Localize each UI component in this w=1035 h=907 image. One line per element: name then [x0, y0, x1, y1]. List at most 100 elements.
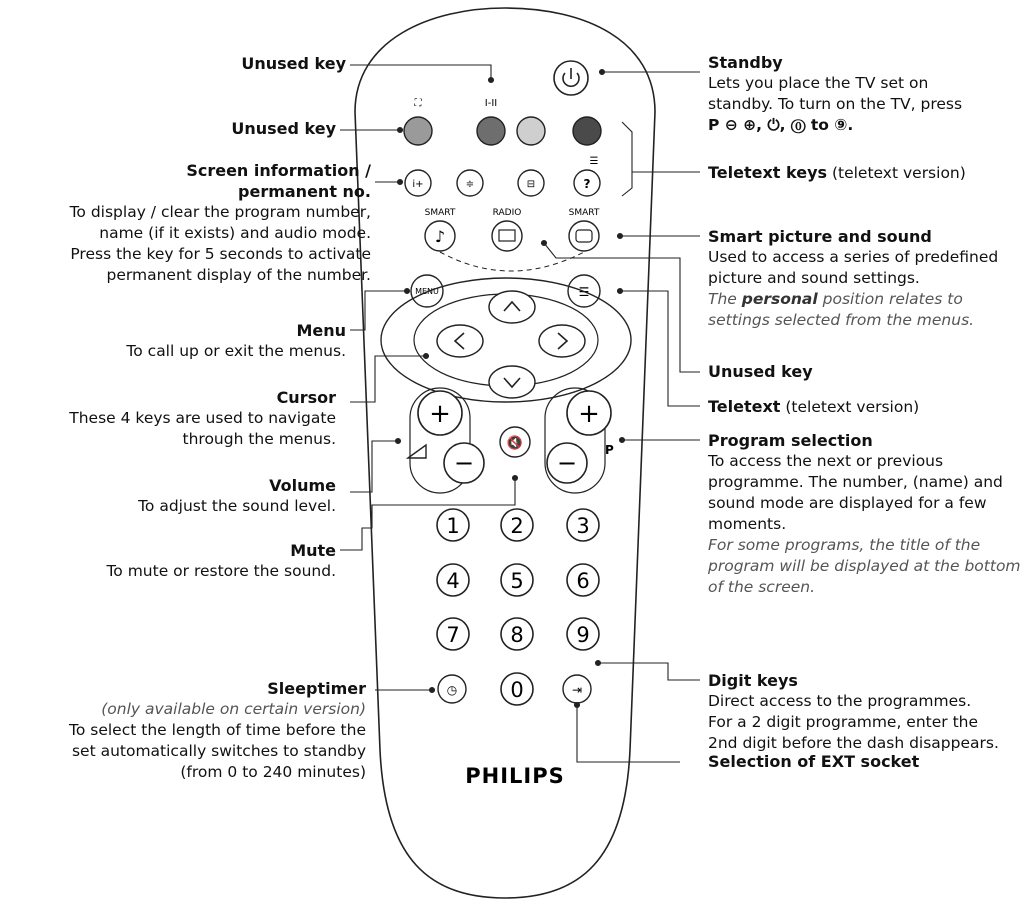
program-rocker-outline [544, 387, 606, 494]
smart-caption-2: SMART [569, 208, 600, 218]
program-italic-2: program will be displayed at the bottom [708, 557, 1021, 575]
mute-icon: 🔇 [507, 435, 523, 451]
smart-picture-button[interactable] [568, 220, 600, 252]
digit-0-label: 0 [510, 678, 523, 702]
volume-up-button[interactable] [417, 390, 463, 436]
ratio-caption: ⛶ [414, 98, 423, 109]
digit-8-button[interactable] [500, 617, 534, 651]
chevron-right-icon [557, 332, 569, 350]
menu-button[interactable] [410, 274, 444, 308]
dual-caption: I-II [485, 98, 497, 109]
chevron-down-icon [503, 377, 521, 389]
digit-2-label: 2 [510, 514, 523, 538]
radio-icon [498, 229, 516, 242]
volume-down-button[interactable] [443, 442, 485, 484]
cursor-left-button[interactable] [436, 324, 484, 358]
digit-9-label: 9 [576, 623, 589, 647]
standby-desc-1: Lets you place the TV set on [708, 74, 929, 92]
radio-button[interactable] [491, 220, 523, 252]
screen-info-desc-4: permanent display of the number. [106, 266, 371, 284]
smart-desc-1: Used to access a series of predefined [708, 248, 999, 266]
teletext-mix-button[interactable] [517, 169, 545, 197]
screen-info-desc-3: Press the key for 5 seconds to activate [70, 245, 371, 263]
radio-caption: RADIO [493, 208, 522, 218]
digit-keys-desc-2: For a 2 digit programme, enter the [708, 713, 979, 731]
digit-4-label: 4 [446, 569, 459, 593]
cursor-up-button[interactable] [488, 290, 536, 324]
program-desc-4: moments. [708, 515, 787, 533]
digit-3-label: 3 [576, 514, 589, 538]
input-icon: ⇥ [572, 683, 582, 697]
teletext-keys-note: (teletext version) [827, 164, 966, 182]
plus-icon: + [578, 399, 600, 429]
smart-title: Smart picture and sound [708, 227, 932, 246]
digit-0-button[interactable] [500, 672, 534, 706]
digit-keys-desc-3: 2nd digit before the dash disappears. [708, 734, 999, 752]
mute-desc: To mute or restore the sound. [106, 562, 336, 580]
label-teletext-keys: Teletext keys (teletext version) [708, 162, 966, 184]
digit-8-label: 8 [510, 623, 523, 647]
digit-6-button[interactable] [566, 563, 600, 597]
teletext-note: (teletext version) [780, 398, 920, 416]
standby-desc-2: standby. To turn on the TV, press [708, 95, 963, 113]
plus-icon: + [429, 399, 451, 429]
program-desc-1: To access the next or previous [708, 452, 944, 470]
volume-title: Volume [269, 476, 336, 495]
label-screen-info: Screen information / permanent no. To di… [70, 160, 371, 286]
program-italic-1: For some programs, the title of the [708, 536, 981, 554]
label-cursor: Cursor These 4 keys are used to navigate… [69, 387, 336, 450]
mute-button[interactable] [499, 426, 531, 458]
menu-desc: To call up or exit the menus. [126, 342, 346, 360]
digit-4-button[interactable] [436, 563, 470, 597]
digit-1-button[interactable] [436, 508, 470, 542]
digit-7-label: 7 [446, 623, 459, 647]
mute-title: Mute [290, 541, 336, 560]
program-down-button[interactable] [546, 442, 588, 484]
label-mute: Mute To mute or restore the sound. [106, 540, 336, 582]
digit-7-button[interactable] [436, 617, 470, 651]
screen-info-desc-2: name (if it exists) and audio mode. [99, 224, 371, 242]
program-desc-3: sound mode are displayed for a few [708, 494, 987, 512]
teletext-keys-title: Teletext keys [708, 163, 828, 182]
digit-9-button[interactable] [566, 617, 600, 651]
sleeptimer-button[interactable] [437, 674, 467, 704]
blue-key[interactable] [572, 116, 602, 146]
left-leader-lines [340, 64, 519, 694]
label-smart: Smart picture and sound Used to access a… [708, 226, 998, 331]
label-standby: Standby Lets you place the TV set on sta… [708, 52, 962, 136]
volume-desc: To adjust the sound level. [138, 497, 336, 515]
label-sleeptimer: Sleeptimer (only available on certain ve… [69, 678, 366, 783]
power-icon [562, 72, 580, 88]
program-up-button[interactable] [566, 390, 612, 436]
chevron-up-icon [503, 300, 521, 312]
minus-icon: − [454, 449, 474, 477]
cursor-title: Cursor [276, 388, 336, 407]
cursor-surround-outer [380, 277, 632, 403]
label-digit-keys: Digit keys Direct access to the programm… [708, 670, 999, 754]
program-caption: P [605, 443, 614, 457]
volume-icon [405, 443, 427, 459]
cursor-right-button[interactable] [538, 324, 586, 358]
music-note-icon: ♪ [435, 227, 445, 246]
green-key[interactable] [476, 116, 506, 146]
digit-keypad: 1 2 3 4 5 6 7 8 9 ◷ 0 ⇥ [436, 508, 600, 706]
cursor-down-button[interactable] [488, 365, 536, 399]
digit-keys-desc-1: Direct access to the programmes. [708, 692, 972, 710]
sleeptimer-desc-3: (from 0 to 240 minutes) [180, 763, 366, 781]
standby-title: Standby [708, 53, 783, 72]
label-program: Program selection To access the next or … [708, 430, 1021, 598]
teletext-reveal-button[interactable] [573, 169, 601, 197]
size-icon: ≑ [466, 179, 474, 190]
right-leader-lines [540, 68, 700, 763]
digit-3-button[interactable] [566, 508, 600, 542]
info-button[interactable] [404, 169, 432, 197]
digit-2-button[interactable] [500, 508, 534, 542]
menu-title: Menu [296, 321, 346, 340]
digit-1-label: 1 [446, 514, 459, 538]
smart-italic-2: settings selected from the menus. [708, 311, 975, 329]
yellow-key[interactable] [516, 116, 546, 146]
teletext-size-button[interactable] [456, 169, 484, 197]
smart-sound-button[interactable] [424, 220, 456, 252]
digit-5-button[interactable] [500, 563, 534, 597]
red-key[interactable] [403, 116, 433, 146]
